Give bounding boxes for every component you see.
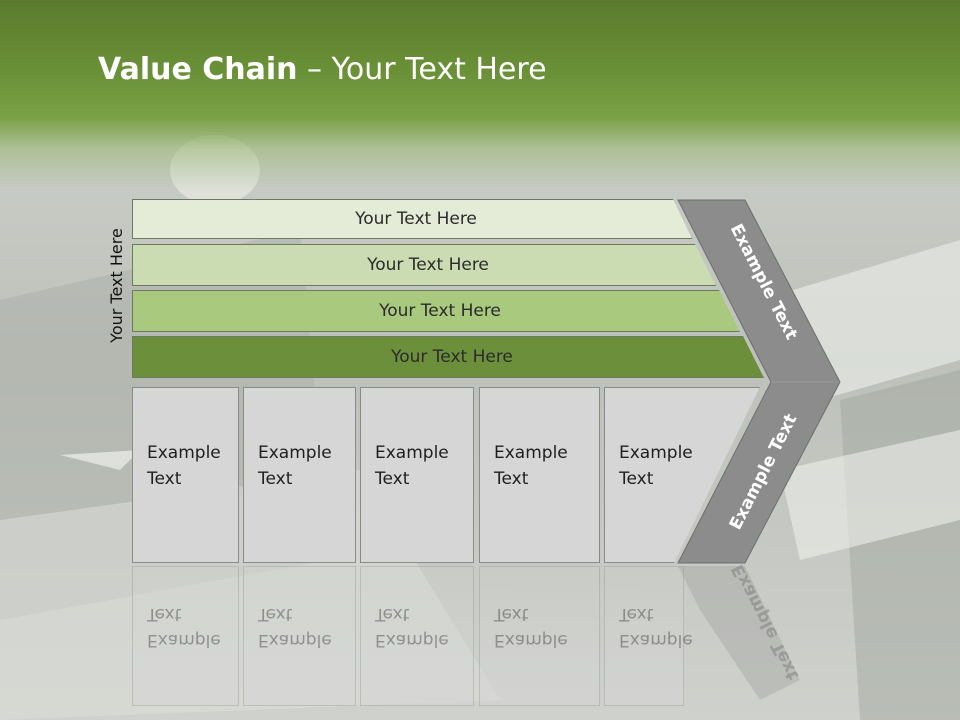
box-line-2: Text — [375, 469, 410, 489]
box-reflection: Example Text — [132, 566, 239, 706]
activity-box-2: Example Text — [243, 387, 356, 563]
box-reflection: Example Text — [360, 566, 474, 706]
title-rest: – Your Text Here — [297, 52, 547, 87]
value-bar-4: Your Text Here — [132, 336, 764, 378]
reflection-line: Text — [258, 604, 293, 624]
box-reflection: Example Text — [243, 566, 356, 706]
value-bar-label: Your Text Here — [391, 347, 513, 367]
box-line-2: Text — [494, 469, 529, 489]
value-bar-2: Your Text Here — [132, 244, 716, 286]
box-line-1: Example — [619, 443, 693, 463]
header-band — [0, 0, 960, 190]
side-label-text: Your Text Here — [106, 227, 126, 343]
box-line-1: Example — [147, 443, 221, 463]
side-label: Your Text Here — [104, 200, 128, 370]
activity-box-1: Example Text — [132, 387, 239, 563]
activity-box-3: Example Text — [360, 387, 474, 563]
box-reflection: Example Text — [604, 566, 693, 706]
box-line-2: Text — [619, 469, 654, 489]
reflection-line: Text — [494, 604, 529, 624]
reflection-line: Example — [258, 630, 332, 650]
reflection-line: Example — [494, 630, 568, 650]
box-reflection: Example Text — [479, 566, 600, 706]
value-bar-3: Your Text Here — [132, 290, 740, 332]
reflection-line: Example — [375, 630, 449, 650]
value-bar-label: Your Text Here — [355, 209, 477, 229]
reflection-line: Text — [619, 604, 654, 624]
box-line-1: Example — [494, 443, 568, 463]
reflection-line: Example — [147, 630, 221, 650]
title-bold: Value Chain — [98, 52, 298, 87]
reflection-line: Text — [375, 604, 410, 624]
box-line-2: Text — [258, 469, 293, 489]
box-line-1: Example — [375, 443, 449, 463]
value-bar-1: Your Text Here — [132, 199, 692, 239]
reflection-line: Example — [619, 630, 693, 650]
activity-box-4: Example Text — [479, 387, 600, 563]
reflection-line: Text — [147, 604, 182, 624]
value-bar-label: Your Text Here — [379, 301, 501, 321]
value-bar-label: Your Text Here — [367, 255, 489, 275]
box-line-2: Text — [147, 469, 182, 489]
box-line-1: Example — [258, 443, 332, 463]
page-title: Value Chain – Your Text Here — [98, 52, 547, 87]
